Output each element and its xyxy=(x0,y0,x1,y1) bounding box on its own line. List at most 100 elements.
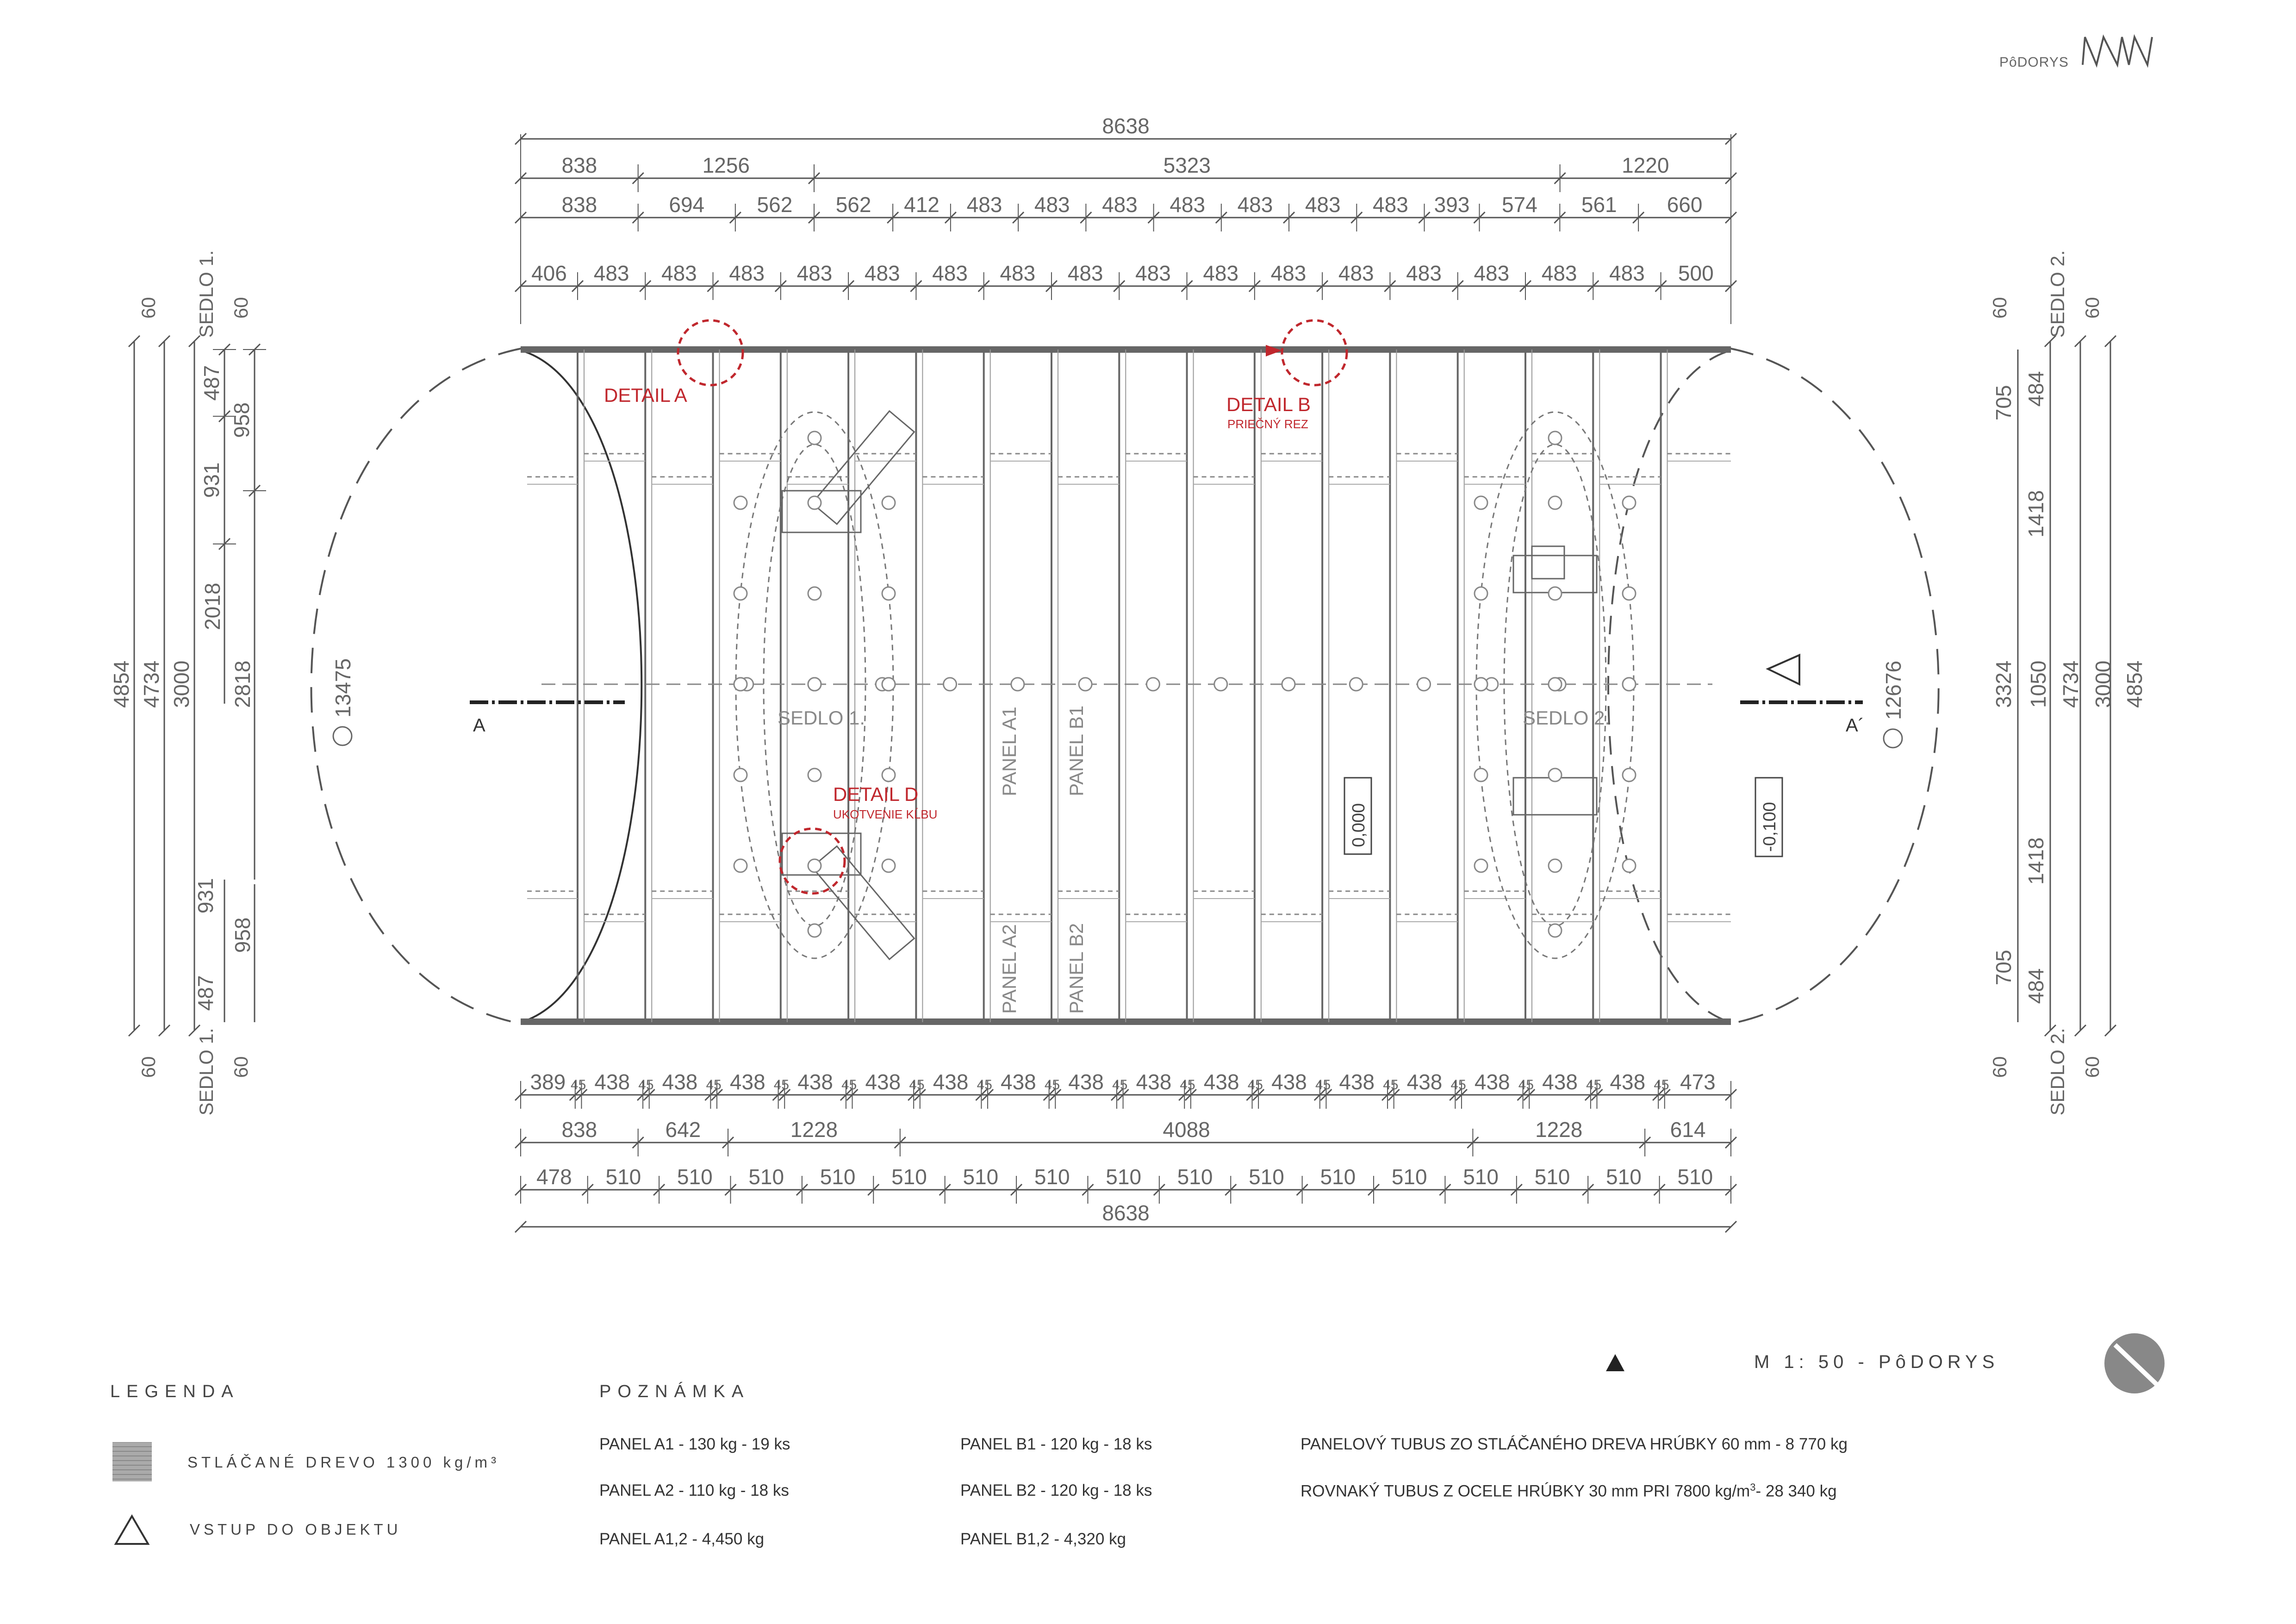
bottom-row2-dim-1: 642 xyxy=(665,1118,701,1142)
bottom-row1-dim-11: 438 xyxy=(1271,1070,1307,1094)
note-steel-weight: - 28 340 kg xyxy=(1755,1482,1837,1500)
bolt-7 xyxy=(1213,677,1228,692)
saddle-1-label: SEDLO 1. xyxy=(778,707,865,729)
bottom-row1-dim-gap-11: 45 xyxy=(1315,1077,1331,1093)
left-mid-dim-1: 2818 xyxy=(230,661,255,708)
bottom-row3-dim-11: 510 xyxy=(1320,1165,1356,1189)
bottom-row1-dim-gap-12: 45 xyxy=(1383,1077,1398,1093)
detail-markers xyxy=(677,319,1348,895)
top-row3-dim-3: 483 xyxy=(729,261,765,285)
right-mid-dim-1: 1050 xyxy=(2026,661,2050,708)
bottom-row1-dim-gap-13: 45 xyxy=(1451,1077,1466,1093)
top-row2-dim-6: 483 xyxy=(1034,193,1070,217)
detail-b-label: DETAIL B xyxy=(1226,394,1311,415)
bottom-row2-dim-5: 614 xyxy=(1670,1118,1706,1142)
top-row2-dim-9: 483 xyxy=(1238,193,1273,217)
top-row3-dim-7: 483 xyxy=(1000,261,1035,285)
bolt-41 xyxy=(881,586,896,601)
left-end-dim-3: 60 xyxy=(230,1056,252,1078)
bottom-row1-dim-gap-5: 45 xyxy=(909,1077,924,1093)
right-end-dim-2: 60 xyxy=(1989,1056,2010,1078)
bottom-row3-dim-4: 510 xyxy=(820,1165,856,1189)
bolt-21 xyxy=(881,768,896,782)
bolt-10 xyxy=(1417,677,1431,692)
bottom-row1-dim-gap-7: 45 xyxy=(1045,1077,1060,1093)
bottom-row2-dim-2: 1228 xyxy=(790,1118,838,1142)
note-steel-exponent: 3 xyxy=(1750,1481,1756,1493)
bolt-43 xyxy=(1548,586,1562,601)
panel-grid xyxy=(527,453,1731,922)
saddle-1-struts xyxy=(781,410,915,961)
note-b12: PANEL B1,2 - 4,320 kg xyxy=(960,1530,1126,1548)
right-end-dim-3: 60 xyxy=(2081,1056,2103,1078)
bottom-row3-dim-5: 510 xyxy=(891,1165,927,1189)
top-group-dim-3: 1220 xyxy=(1622,153,1669,177)
entrance-triangle-icon xyxy=(1766,653,1800,686)
detail-d-circle xyxy=(778,827,846,895)
bottom-row1-dim-2: 438 xyxy=(662,1070,698,1094)
section-a2-label: A´ xyxy=(1846,715,1864,736)
detail-b-circle xyxy=(1281,319,1348,387)
scale-label: M 1: 50 - PôDORYS xyxy=(1754,1352,1999,1372)
anchor-bolts xyxy=(733,431,1636,938)
right-outer-dim-0: 4854 xyxy=(2122,661,2147,708)
bottom-row1-dim-14: 438 xyxy=(1475,1070,1510,1094)
bolt-51 xyxy=(807,431,822,445)
bottom-row1-dim-7: 438 xyxy=(1001,1070,1036,1094)
left-col-a-1: 931 xyxy=(199,462,224,498)
bottom-row3-dim-1: 510 xyxy=(606,1165,641,1189)
bolt-47 xyxy=(881,495,896,510)
left-end-dim-2: 60 xyxy=(137,1056,159,1078)
top-row3-dim-1: 483 xyxy=(594,261,629,285)
panel-a2-label: PANEL A2 xyxy=(998,924,1020,1014)
bolt-9 xyxy=(1349,677,1363,692)
detail-b-arrow-icon xyxy=(1266,345,1282,356)
top-row2-dim-11: 483 xyxy=(1373,193,1408,217)
panel-b2-label: PANEL B2 xyxy=(1065,923,1087,1014)
bolt-22 xyxy=(1474,768,1488,782)
top-group-dim-2: 5323 xyxy=(1164,153,1211,177)
bottom-row3-dim-2: 510 xyxy=(677,1165,713,1189)
bolt-36 xyxy=(1474,677,1488,692)
right-col-1: 484 xyxy=(2024,371,2048,407)
bottom-row1-dim-gap-10: 45 xyxy=(1248,1077,1263,1093)
bolt-44 xyxy=(1622,586,1636,601)
bottom-row1-dim-1: 438 xyxy=(594,1070,630,1094)
top-row3-dim-13: 483 xyxy=(1406,261,1442,285)
note-b2: PANEL B2 - 120 kg - 18 ks xyxy=(960,1481,1152,1499)
top-total-dim: 8638 xyxy=(1102,114,1149,138)
note-title: POZNÁMKA xyxy=(599,1382,750,1401)
top-row2-dim-8: 483 xyxy=(1170,193,1205,217)
right-sedlo-top: SEDLO 2. xyxy=(2047,250,2068,337)
bolt-35 xyxy=(881,677,896,692)
detail-b-sublabel: PRIEČNÝ REZ xyxy=(1227,417,1308,431)
right-col-2: 1418 xyxy=(2024,490,2048,537)
bottom-row3-dim-15: 510 xyxy=(1606,1165,1642,1189)
bottom-row3-dim-16: 510 xyxy=(1677,1165,1713,1189)
bolt-42 xyxy=(1474,586,1488,601)
bottom-row1-dim-3: 438 xyxy=(730,1070,765,1094)
detail-d-sublabel: UKOTVENIE KĹBU xyxy=(833,807,937,821)
bottom-row1-dim-10: 438 xyxy=(1204,1070,1239,1094)
right-diameter-label: 12676 xyxy=(1881,661,1905,720)
detail-a-circle xyxy=(677,319,744,387)
left-outer-dim-2: 3000 xyxy=(169,661,193,708)
note-steel-main: ROVNAKÝ TUBUS Z OCELE HRÚBKY 30 mm PRI 7… xyxy=(1300,1482,1750,1500)
top-row3-dim-5: 483 xyxy=(865,261,900,285)
top-row2-dim-2: 562 xyxy=(757,193,793,217)
bottom-row3-dim-0: 478 xyxy=(536,1165,572,1189)
note-b1: PANEL B1 - 120 kg - 18 ks xyxy=(960,1435,1152,1453)
bolt-23 xyxy=(1548,768,1562,782)
bottom-row1-dim-gap-1: 45 xyxy=(638,1077,653,1093)
top-row3-dim-4: 483 xyxy=(797,261,833,285)
left-sedlo-top: SEDLO 1. xyxy=(195,250,217,337)
right-diameter-icon xyxy=(1883,728,1903,749)
bolt-38 xyxy=(1622,677,1636,692)
top-row3-dim-0: 406 xyxy=(531,261,567,285)
level-0-box xyxy=(1344,777,1372,855)
level-0-label: 0,000 xyxy=(1349,803,1369,847)
bottom-row1-dim-gap-2: 45 xyxy=(706,1077,722,1093)
right-col-3: 1418 xyxy=(2024,837,2048,885)
